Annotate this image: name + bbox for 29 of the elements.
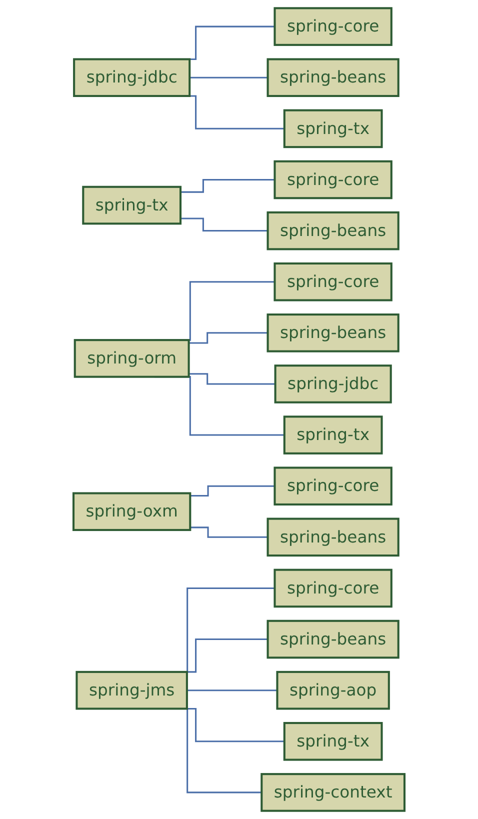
connector <box>188 332 268 344</box>
connector <box>180 218 268 232</box>
node-box: spring-context <box>260 773 406 812</box>
node-box: spring-beans <box>266 58 400 98</box>
connector <box>190 526 268 538</box>
node-box: spring-core <box>274 7 392 46</box>
node-box: spring-orm <box>74 339 190 378</box>
node-box: spring-core <box>274 262 392 302</box>
node-box: spring-aop <box>276 670 390 710</box>
node-box: spring-jdbc <box>73 58 191 98</box>
connector <box>188 373 276 385</box>
node-box: spring-jms <box>76 670 188 710</box>
connector <box>186 690 278 692</box>
node-box: spring-tx <box>82 186 182 225</box>
node-box: spring-beans <box>266 518 400 557</box>
node-box: spring-core <box>274 160 392 200</box>
node-box: spring-beans <box>266 211 400 250</box>
connector <box>180 178 275 193</box>
node-box: spring-tx <box>283 416 383 454</box>
node-box: spring-beans <box>266 314 400 352</box>
node-box: spring-tx <box>283 722 383 761</box>
node-box: spring-beans <box>266 620 400 659</box>
node-box: spring-core <box>274 568 392 608</box>
node-box: spring-tx <box>283 109 383 148</box>
node-box: spring-oxm <box>72 492 192 532</box>
connector <box>190 485 275 497</box>
connector <box>190 76 268 78</box>
node-box: spring-core <box>274 466 392 506</box>
node-box: spring-jdbc <box>274 364 392 404</box>
